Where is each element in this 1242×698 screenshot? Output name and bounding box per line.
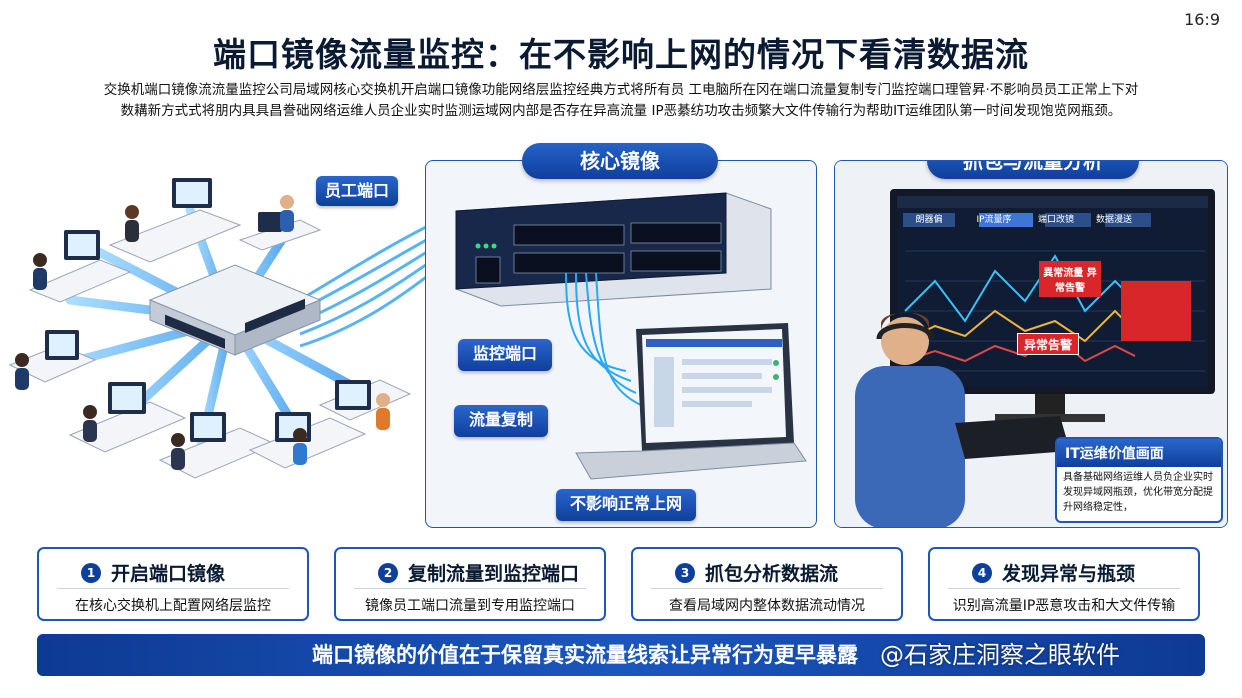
page-title: 端口镜像流量监控：在不影响上网的情况下看清数据流 [213,35,1029,74]
step-divider [354,588,586,589]
monitoring-laptop [575,323,807,480]
intro-line-2: 数耩新方式式将朋内具具昌誊础网络运维人员企业实时监测运域网内部是否存在异高流量 … [120,103,1122,119]
uplink-beams [299,223,431,348]
dashboard-tab-shapes [903,213,1151,227]
dashboard-tab-3[interactable]: 端口改镜 [1037,215,1074,225]
access-switch [148,264,322,356]
employee-network-illustration: 员工端口 [0,150,431,530]
employees [15,195,390,470]
traffic-alert-box: 異常流量 异常告警 [1039,261,1101,297]
step-title: 发现异常与瓶颈 [1002,563,1136,585]
core-switch-illustration [455,192,807,480]
capture-analysis-header: 抓包与流量分析 [927,161,1139,179]
watermark: @石家庄洞察之眼软件 [880,641,1120,669]
dashboard-tab-4[interactable]: 数据漫送 [1095,215,1132,225]
aspect-ratio-label: 16:9 [1184,10,1220,29]
step-number: 2 [378,563,398,583]
analyst [855,312,965,527]
step-card-2: 2 复制流量到监控端口 镜像员工端口流量到专用监控端口 [334,547,606,621]
step-description: 查看局域网内整体数据流动情况 [669,598,865,614]
dashboard-tab-2[interactable]: IP流量序 [976,215,1012,225]
monitors [45,178,371,442]
step-title: 抓包分析数据流 [705,563,839,585]
employee-port-label: 员工端口 [316,176,398,206]
step-card-4: 4 发现异常与瓶颈 识别高流量IP恶意攻击和大文件传输 [928,547,1200,621]
intro-line-1: 交换机端口镜像流流量监控公司局域网核心交换机开启端口镜像功能网络层监控经典方式将… [103,82,1139,98]
dashboard-tab-1[interactable]: 朗器偏 [915,215,943,225]
it-value-box: IT运维价值画面 具备基础网络运维人员负企业实时发现异域网瓶颈，优化带宽分配提升… [1055,437,1223,523]
core-mirror-header: 核心镜像 [522,143,718,179]
step-description: 在核心交换机上配置网络层监控 [75,598,271,614]
step-divider [57,588,289,589]
it-value-body: 具备基础网络运维人员负企业实时发现异域网瓶颈，优化带宽分配提升网络稳定性， [1063,472,1213,513]
step-title: 开启端口镜像 [111,563,226,585]
step-card-3: 3 抓包分析数据流 查看局域网内整体数据流动情况 [631,547,903,621]
network-diagram [8,178,431,479]
core-mirror-panel: 核心镜像 监控端口 流量复制 不影响正常上网 [425,143,817,528]
monitor-port-label: 监控端口 [458,339,552,371]
intro-text: 交换机端口镜像流流量监控公司局域网核心交换机开启端口镜像功能网络层监控经典方式将… [70,80,1172,122]
capture-analysis-panel: 抓包与流量分析 朗器偏 IP流量序 端口改镜 数据漫送 異常流量 异常告警 异常… [834,160,1228,528]
summary-banner: 端口镜像的价值在于保留真实流量线索让异常行为更早暴露 [37,634,1205,676]
step-divider [651,588,883,589]
it-value-title: IT运维价值画面 [1057,439,1221,467]
step-number: 1 [81,563,101,583]
step-number: 4 [972,563,992,583]
step-description: 识别高流量IP恶意攻击和大文件传输 [952,598,1176,614]
step-divider [948,588,1180,589]
no-impact-label: 不影响正常上网 [556,489,696,521]
status-leds [475,243,497,249]
step-number: 3 [675,563,695,583]
anomaly-badge: 异常告警 [1017,333,1079,355]
step-card-1: 1 开启端口镜像 在核心交换机上配置网络层监控 [37,547,309,621]
step-title: 复制流量到监控端口 [408,563,580,585]
dashboard-tabs: 朗器偏 IP流量序 端口改镜 数据漫送 [903,213,1155,227]
mirror-cables [565,272,642,406]
traffic-copy-label: 流量复制 [454,405,548,437]
switch-ports [513,222,722,274]
step-description: 镜像员工端口流量到专用监控端口 [365,598,575,614]
